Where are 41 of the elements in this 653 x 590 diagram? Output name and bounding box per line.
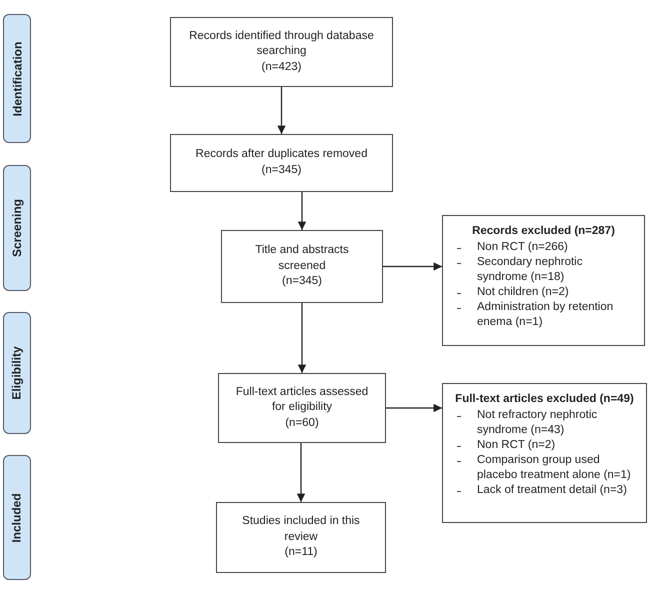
count-text: (n=11) — [284, 545, 318, 560]
count-text: (n=345) — [282, 274, 322, 290]
stage-label: Eligibility — [10, 346, 24, 400]
box-heading: Records excluded (n=287) — [471, 224, 616, 239]
arrow — [296, 443, 306, 502]
step-text: Records after duplicates removed — [196, 147, 368, 162]
stage-label-box — [3, 455, 31, 580]
stage-label-box — [3, 312, 31, 434]
process-box — [218, 373, 386, 443]
step-text: Title and abstracts screened — [254, 243, 350, 274]
stage-label-box — [3, 165, 31, 291]
count-text: (n=60) — [285, 416, 319, 431]
exclusion-reason: Secondary nephrotic syndrome (n=18) — [451, 254, 636, 285]
exclusion-reason: Not refractory nephrotic syndrome (n=43) — [451, 408, 638, 438]
arrow — [298, 303, 306, 373]
exclusion-box — [442, 215, 645, 346]
step-text: Full-text articles assessed for eligibility — [234, 384, 370, 416]
process-box — [221, 230, 383, 303]
arrow — [386, 404, 442, 412]
process-box — [170, 134, 393, 192]
step-text: Records identified through database searching — [188, 28, 375, 60]
stage-label: Identification — [10, 41, 24, 116]
stage-label: Included — [10, 492, 24, 542]
stage-label: Screening — [10, 198, 24, 258]
arrow — [277, 87, 286, 134]
box-heading: Full-text articles excluded (n=49) — [454, 392, 635, 407]
process-box — [216, 502, 386, 573]
step-text: Studies included in this review — [241, 514, 361, 545]
count-text: (n=345) — [262, 163, 302, 178]
exclusion-reason: Not children (n=2) — [451, 284, 636, 300]
process-box — [170, 17, 393, 87]
exclusion-reason: Non RCT (n=2) — [451, 438, 638, 453]
exclusion-reason: Comparison group used placebo treatment alone (n=1) — [451, 452, 638, 483]
exclusion-box — [442, 383, 647, 523]
exclusion-reason: Administration by retention enema (n=1) — [451, 300, 636, 330]
exclusion-reason: Lack of treatment detail (n=3) — [451, 482, 638, 498]
arrow — [298, 192, 306, 230]
arrow — [383, 262, 442, 271]
exclusion-reason: Non RCT (n=266) — [451, 240, 636, 255]
count-text: (n=423) — [262, 60, 302, 75]
stage-label-box — [3, 14, 31, 143]
